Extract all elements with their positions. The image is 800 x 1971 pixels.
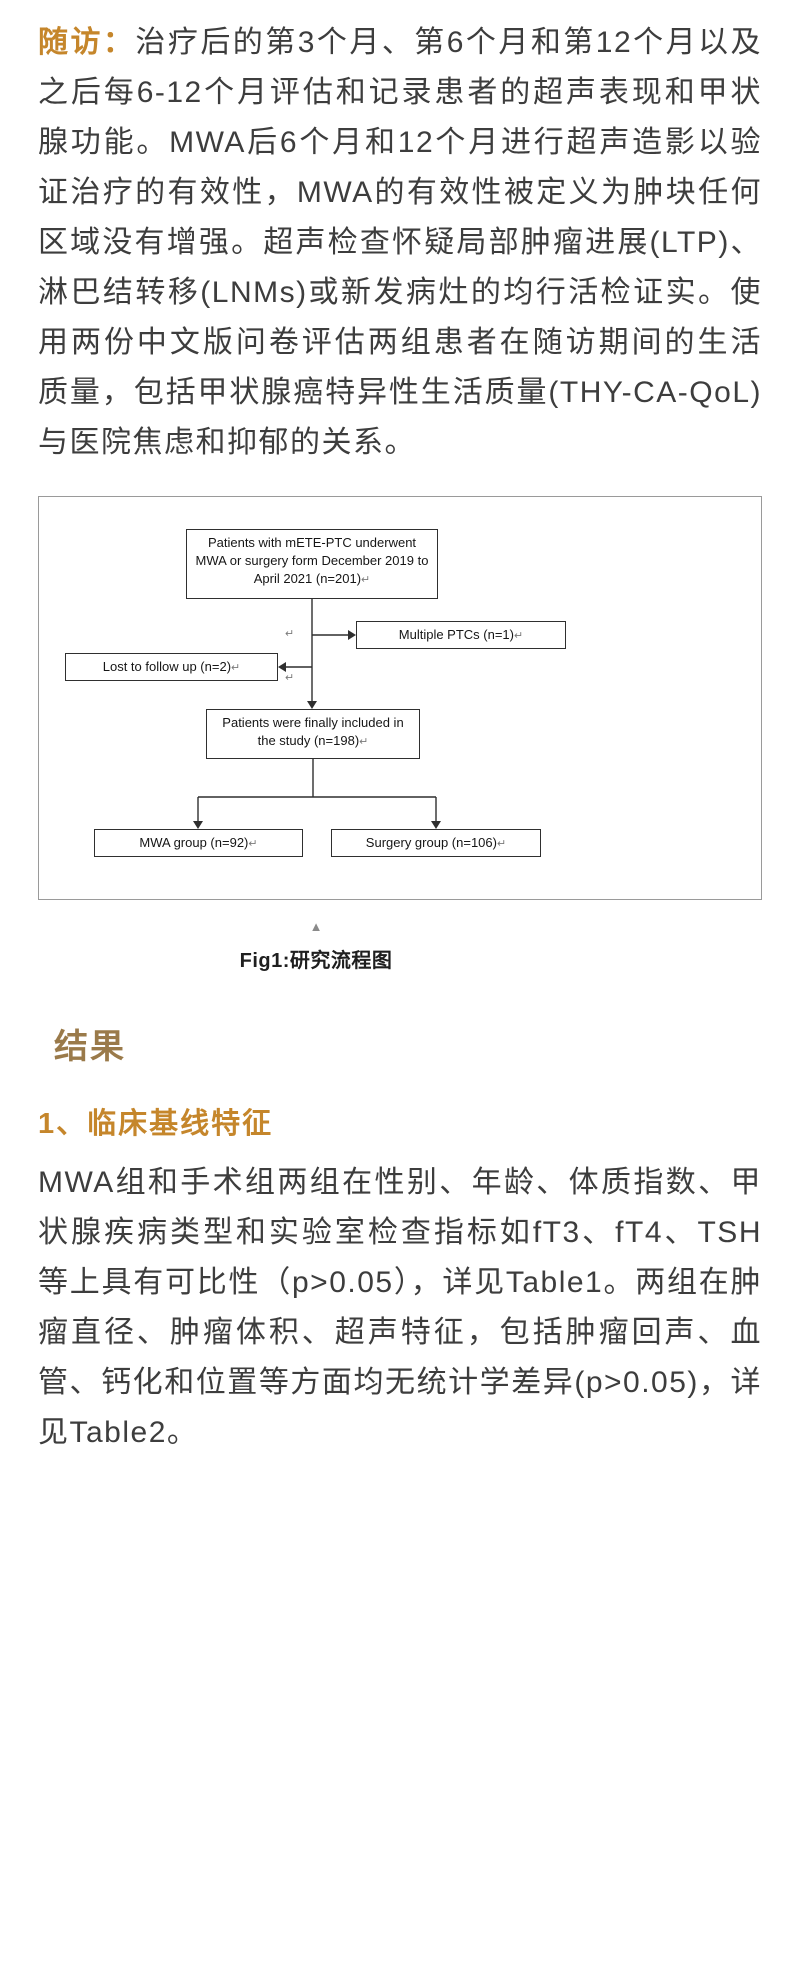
flowchart-box-included-text: Patients were finally included in the st… bbox=[222, 715, 404, 748]
baseline-text: MWA组和手术组两组在性别、年龄、体质指数、甲状腺疾病类型和实验室检查指标如fT… bbox=[38, 1166, 762, 1449]
return-mark-icon: ↵ bbox=[231, 662, 241, 674]
return-mark-icon: ↵ bbox=[514, 630, 524, 642]
flowchart-box-enrollment-text: Patients with mETE-PTC underwent MWA or … bbox=[195, 535, 429, 586]
flowchart-box-mwa-group: MWA group (n=92)↵ bbox=[94, 829, 303, 857]
flowchart-box-surgery-group-text: Surgery group (n=106) bbox=[365, 835, 497, 850]
flowchart-connectors bbox=[193, 599, 441, 829]
collapse-triangle-icon: ▲ bbox=[309, 919, 323, 934]
figure-flowchart: Patients with mETE-PTC underwent MWA or … bbox=[38, 496, 762, 900]
return-mark-icon: ↵ bbox=[285, 672, 295, 684]
return-mark-icon: ↵ bbox=[248, 838, 258, 850]
results-heading: 结果 bbox=[54, 1027, 126, 1067]
followup-text: 治疗后的第3个月、第6个月和第12个月以及之后每6-12个月评估和记录患者的超声… bbox=[38, 26, 762, 459]
figure-caption-block: ▲ Fig1:研究流程图 bbox=[0, 920, 632, 973]
followup-label: 随访： bbox=[38, 26, 136, 59]
flowchart-box-enrollment: Patients with mETE-PTC underwent MWA or … bbox=[186, 529, 438, 599]
return-mark-icon: ↵ bbox=[361, 574, 371, 586]
flowchart-box-included: Patients were finally included in the st… bbox=[206, 709, 420, 759]
flowchart-box-lost: Lost to follow up (n=2)↵ bbox=[65, 653, 278, 681]
flowchart-box-excluded-text: Multiple PTCs (n=1) bbox=[398, 627, 514, 642]
return-mark-icon: ↵ bbox=[359, 736, 369, 748]
flowchart-box-surgery-group: Surgery group (n=106)↵ bbox=[331, 829, 541, 857]
figure-caption: Fig1:研究流程图 bbox=[239, 950, 393, 972]
return-mark-icon: ↵ bbox=[496, 838, 507, 850]
paragraph-followup: 随访：治疗后的第3个月、第6个月和第12个月以及之后每6-12个月评估和记录患者… bbox=[38, 18, 762, 468]
flowchart-box-excluded: Multiple PTCs (n=1)↵ bbox=[356, 621, 566, 649]
paragraph-baseline: MWA组和手术组两组在性别、年龄、体质指数、甲状腺疾病类型和实验室检查指标如fT… bbox=[38, 1158, 762, 1458]
flowchart-box-lost-text: Lost to follow up (n=2) bbox=[102, 659, 232, 674]
flowchart-box-mwa-group-text: MWA group (n=92) bbox=[139, 835, 249, 850]
subheading-clinical-baseline: 1、临床基线特征 bbox=[38, 1108, 274, 1140]
return-mark-icon: ↵ bbox=[285, 628, 295, 640]
